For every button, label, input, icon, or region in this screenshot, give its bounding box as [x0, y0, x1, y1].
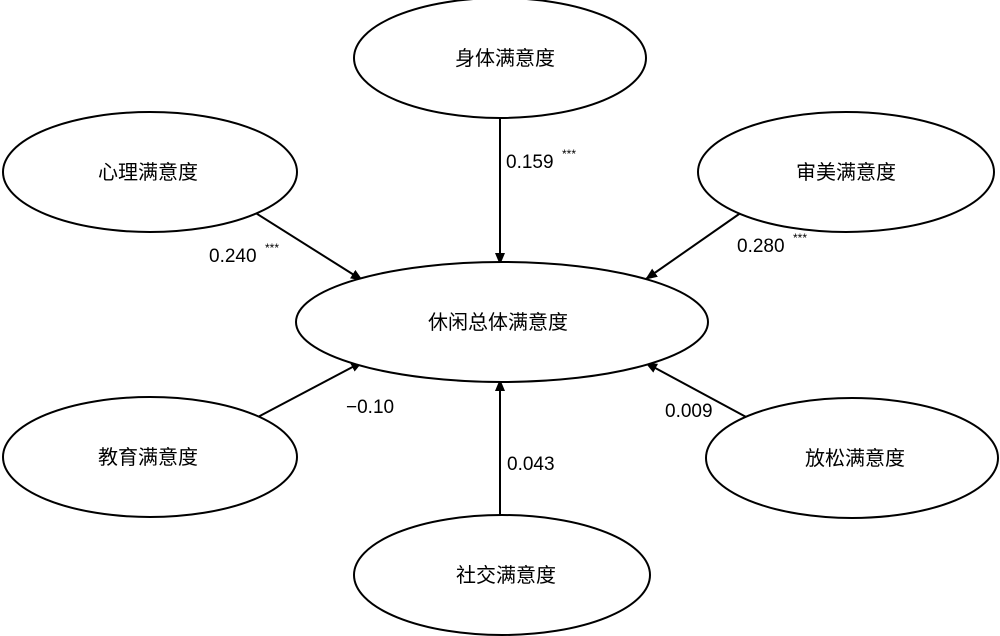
node-relaxation-label: 放松满意度 [805, 446, 905, 470]
node-aesthetic-satisfaction: 审美满意度 [697, 111, 995, 233]
coef-relaxation: 0.009 [665, 401, 713, 422]
node-educational-satisfaction: 教育满意度 [2, 396, 298, 518]
coef-aesthetic: 0.280 *** [737, 231, 807, 257]
coef-aesthetic-significance: *** [793, 231, 807, 245]
coef-educational: −0.10 [346, 397, 394, 418]
coef-psychological-value: 0.240 [209, 246, 257, 267]
coef-aesthetic-value: 0.280 [737, 236, 785, 257]
node-physical-satisfaction: 身体满意度 [353, 0, 647, 119]
node-leisure-overall-satisfaction: 休闲总体满意度 [295, 261, 709, 383]
arrow-aesthetic-to-center [645, 211, 743, 280]
coef-physical: 0.159 *** [506, 147, 576, 173]
node-psychological-satisfaction: 心理满意度 [2, 111, 298, 233]
node-psychological-label: 心理满意度 [98, 160, 198, 184]
node-social-label: 社交满意度 [456, 563, 556, 587]
arrow-educational-to-center [255, 361, 363, 419]
arrow-psychological-to-center [253, 211, 363, 281]
node-educational-label: 教育满意度 [98, 445, 198, 469]
coef-social-value: 0.043 [507, 454, 555, 475]
node-social-satisfaction: 社交满意度 [353, 514, 651, 636]
coef-psychological: 0.240 *** [209, 241, 279, 267]
coef-relaxation-value: 0.009 [665, 401, 713, 422]
coef-physical-value: 0.159 [506, 152, 554, 173]
node-aesthetic-label: 审美满意度 [796, 160, 896, 184]
coef-educational-value: −0.10 [346, 397, 394, 418]
node-physical-label: 身体满意度 [455, 46, 555, 70]
coef-psychological-significance: *** [265, 241, 279, 255]
center-node-label: 休闲总体满意度 [428, 310, 568, 334]
arrow-relaxation-to-center [645, 362, 749, 419]
node-relaxation-satisfaction: 放松满意度 [705, 397, 999, 519]
coef-physical-significance: *** [562, 147, 576, 161]
coef-social: 0.043 [507, 454, 555, 475]
